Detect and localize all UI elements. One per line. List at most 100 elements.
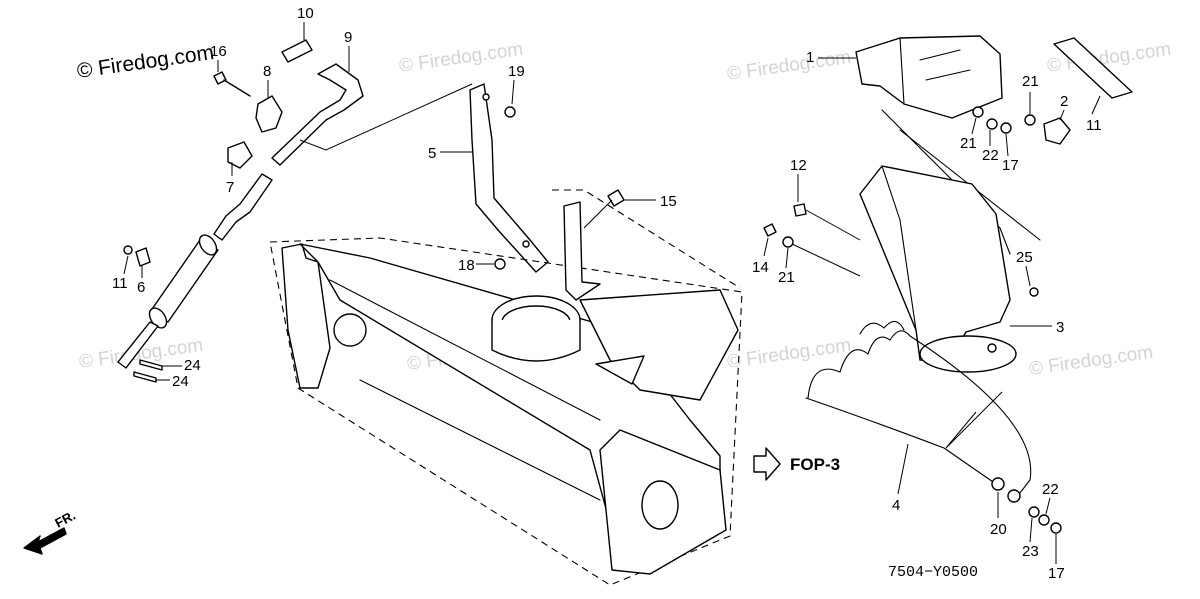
frame-plate [579, 289, 739, 401]
part-3-chute [859, 165, 1011, 361]
callout-4: 4 [892, 497, 900, 514]
callout-21: 21 [960, 135, 977, 152]
housing-outline [269, 237, 743, 586]
housing-edge [329, 279, 601, 421]
callout-9: 9 [344, 29, 352, 46]
leader-line [511, 79, 515, 105]
callout-16: 16 [210, 43, 227, 60]
leader-line [971, 117, 977, 135]
deflector-fold [899, 37, 905, 105]
reference-marker: FOP-3 [753, 447, 840, 481]
callout-23: 23 [1022, 543, 1039, 560]
part-2-knob [1043, 117, 1071, 145]
leader-line [763, 237, 769, 257]
callout-22: 22 [1042, 481, 1059, 498]
muffler-end-cap [198, 234, 218, 256]
watermark-text: © Firedog.com [726, 335, 853, 373]
callout-21: 21 [778, 269, 795, 286]
frame-arrow [595, 355, 645, 385]
exhaust-assembly [117, 39, 473, 383]
part-8-clamp [255, 95, 283, 133]
housing-edge [359, 379, 601, 501]
callouts: 10 9 16 8 7 11 6 24 24 19 5 18 [112, 5, 1102, 582]
part-21-washer [972, 106, 984, 118]
callout-10: 10 [297, 5, 314, 22]
leader-line [1059, 109, 1065, 121]
leader-line [805, 209, 861, 241]
callout-14: 14 [752, 259, 769, 276]
part-24-stud [133, 371, 157, 383]
part-22-washer [986, 118, 998, 130]
part-4-cable [805, 320, 1062, 534]
part-17-nut [1000, 122, 1012, 134]
part-11-label [1053, 37, 1133, 99]
muffler-end-cap [148, 307, 168, 329]
arm-bracket [469, 83, 549, 273]
part-13-bolt [123, 245, 133, 255]
part-16-bolt [213, 71, 251, 97]
leader-line [1029, 517, 1033, 543]
part-5-arm [469, 83, 549, 273]
callout-5: 5 [428, 145, 436, 162]
leader-line [1025, 265, 1031, 287]
housing-bracket [563, 201, 601, 301]
discharge-collar [491, 319, 581, 362]
watermark-text: © Firedog.com [1028, 342, 1155, 380]
callout-25: 25 [1016, 249, 1033, 266]
side-hole [333, 313, 367, 347]
cable-wire [909, 335, 1032, 499]
leader-line [583, 199, 613, 229]
part-24-stud [139, 359, 163, 371]
cable-end [991, 477, 1005, 491]
diagram-code: 7504−Y0500 [888, 564, 978, 581]
cable-end [1007, 489, 1021, 503]
part-21-washer [782, 236, 794, 248]
chute-assembly [763, 35, 1133, 373]
cable-spring [807, 330, 911, 399]
leader-line [299, 83, 473, 151]
callout-18: 18 [458, 257, 475, 274]
leader-line [945, 391, 1003, 449]
part-12-bolt [793, 203, 807, 217]
callout-20: 20 [990, 521, 1007, 538]
callout-6: 6 [137, 279, 145, 296]
leader-line [897, 443, 909, 495]
leader-line [1005, 133, 1009, 157]
guide-line [881, 109, 1011, 255]
part-14-bolt [763, 223, 777, 237]
tail-pipe [117, 321, 159, 369]
callout-15: 15 [660, 193, 677, 210]
part-15-bolt [607, 189, 625, 207]
left-side-plate [281, 243, 331, 389]
reference-label: FOP-3 [790, 455, 840, 474]
callout-24: 24 [184, 357, 201, 374]
leader-line [785, 247, 789, 269]
part-10-pipe [281, 39, 313, 63]
bolt-hole [522, 240, 530, 248]
leader-line [1045, 497, 1051, 515]
callout-3: 3 [1056, 319, 1064, 336]
part-6-bracket [135, 247, 151, 267]
chute-base [919, 335, 1017, 373]
callout-17: 17 [1048, 565, 1065, 582]
deflector-slot [919, 49, 971, 81]
chute-edge [881, 165, 917, 331]
leader-line [1091, 95, 1101, 115]
direction-indicator: FR. [23, 508, 78, 555]
callout-11: 11 [1086, 117, 1102, 134]
leader-line [123, 255, 129, 275]
part-25-bolt [1029, 287, 1039, 297]
callout-1: 1 [806, 49, 814, 66]
direction-label: FR. [52, 508, 78, 531]
callout-24: 24 [172, 373, 189, 390]
part-18-nut [494, 258, 506, 270]
side-hole [641, 480, 679, 530]
callout-21: 21 [1022, 73, 1039, 90]
cable-wire [805, 397, 997, 485]
part-22-washer [1038, 514, 1050, 526]
front-arrow-icon [23, 527, 67, 555]
callout-12: 12 [790, 157, 807, 174]
part-17-nut [1050, 522, 1062, 534]
callout-2: 2 [1060, 93, 1068, 110]
callout-22: 22 [982, 147, 999, 164]
